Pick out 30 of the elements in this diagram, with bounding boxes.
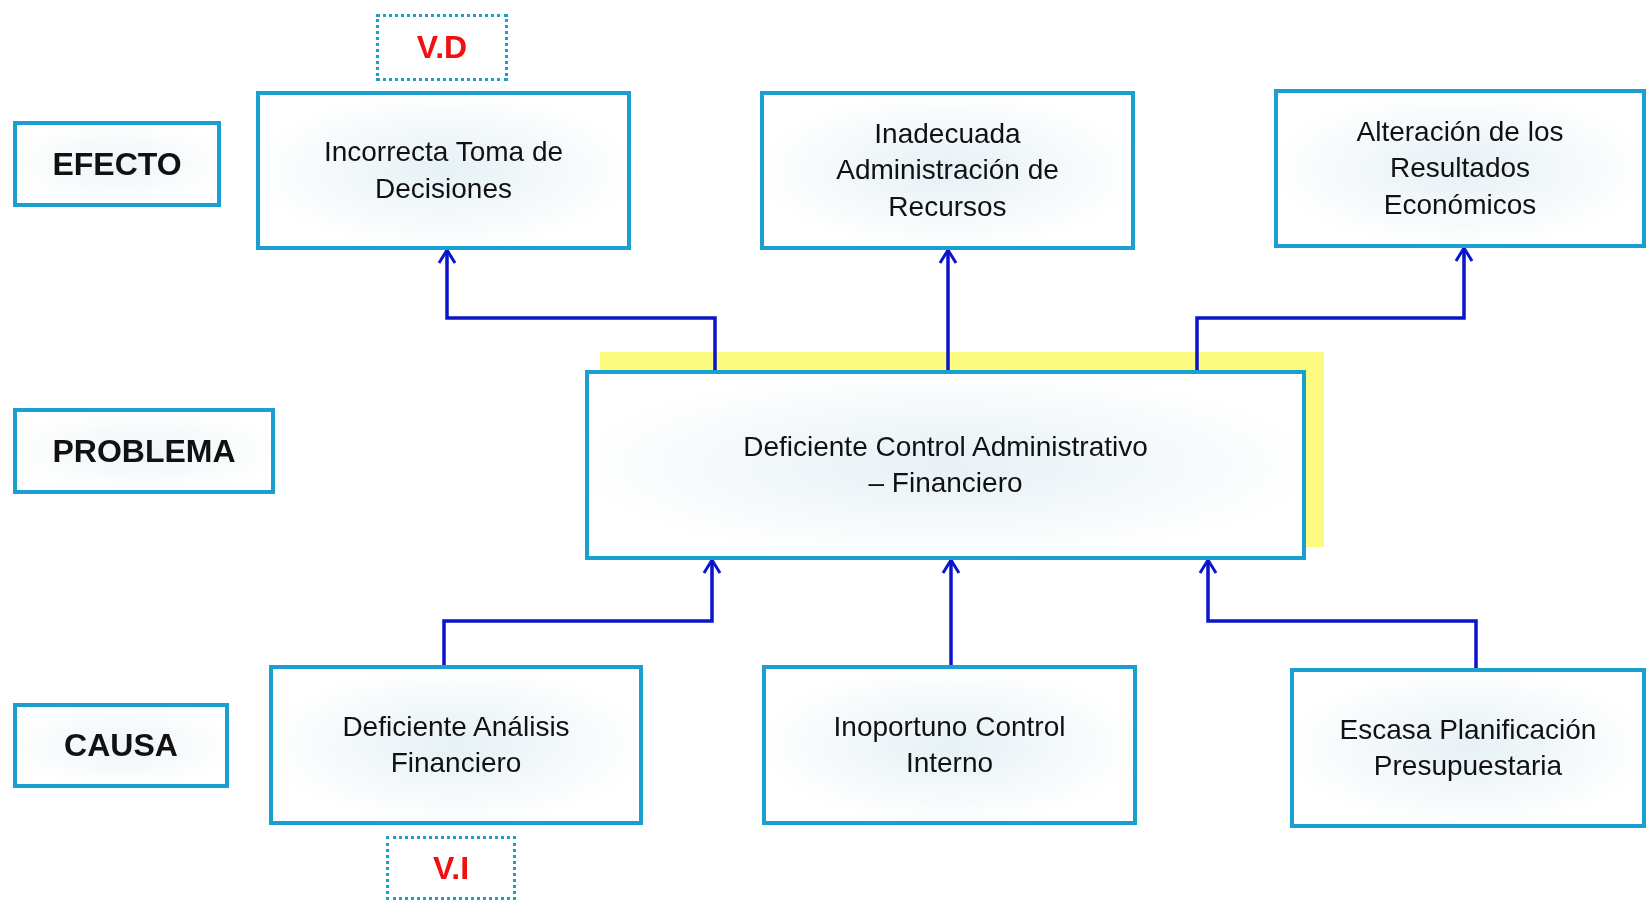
effect-box bbox=[760, 91, 1135, 250]
arrow bbox=[1198, 558, 1478, 668]
cause-box bbox=[762, 665, 1137, 825]
node-text: Alteración de los Resultados Económicos bbox=[1355, 114, 1565, 222]
row-heading: CAUSA bbox=[64, 727, 178, 764]
row-heading: EFECTO bbox=[52, 145, 182, 183]
arrow bbox=[442, 558, 722, 665]
row-label bbox=[13, 703, 229, 788]
cause-box bbox=[1290, 668, 1646, 828]
cause-box bbox=[269, 665, 643, 825]
variable-text: V.I bbox=[432, 849, 470, 887]
effect-box bbox=[256, 91, 631, 250]
variable-text: V.D bbox=[416, 29, 468, 66]
node-text: Inadecuada Administración de Recursos bbox=[835, 116, 1060, 224]
node-text: Escasa Planificación Presupuestaria bbox=[1338, 712, 1598, 783]
node-text: Deficiente Control Administrativo – Financiero bbox=[742, 429, 1149, 500]
arrow bbox=[1195, 246, 1474, 370]
row-heading: PROBLEMA bbox=[52, 432, 236, 470]
arrow bbox=[941, 558, 961, 665]
arrow bbox=[437, 248, 717, 370]
node-text: Deficiente Análisis Financiero bbox=[341, 709, 571, 780]
node-text: Incorrecta Toma de Decisiones bbox=[322, 135, 565, 206]
variable-label bbox=[386, 836, 516, 900]
row-label bbox=[13, 408, 275, 494]
effect-box bbox=[1274, 89, 1646, 248]
node-text: Inoportuno Control Interno bbox=[832, 709, 1067, 780]
row-label bbox=[13, 121, 221, 207]
arrow bbox=[938, 248, 958, 370]
problem-box bbox=[585, 370, 1306, 560]
variable-label bbox=[376, 14, 508, 81]
